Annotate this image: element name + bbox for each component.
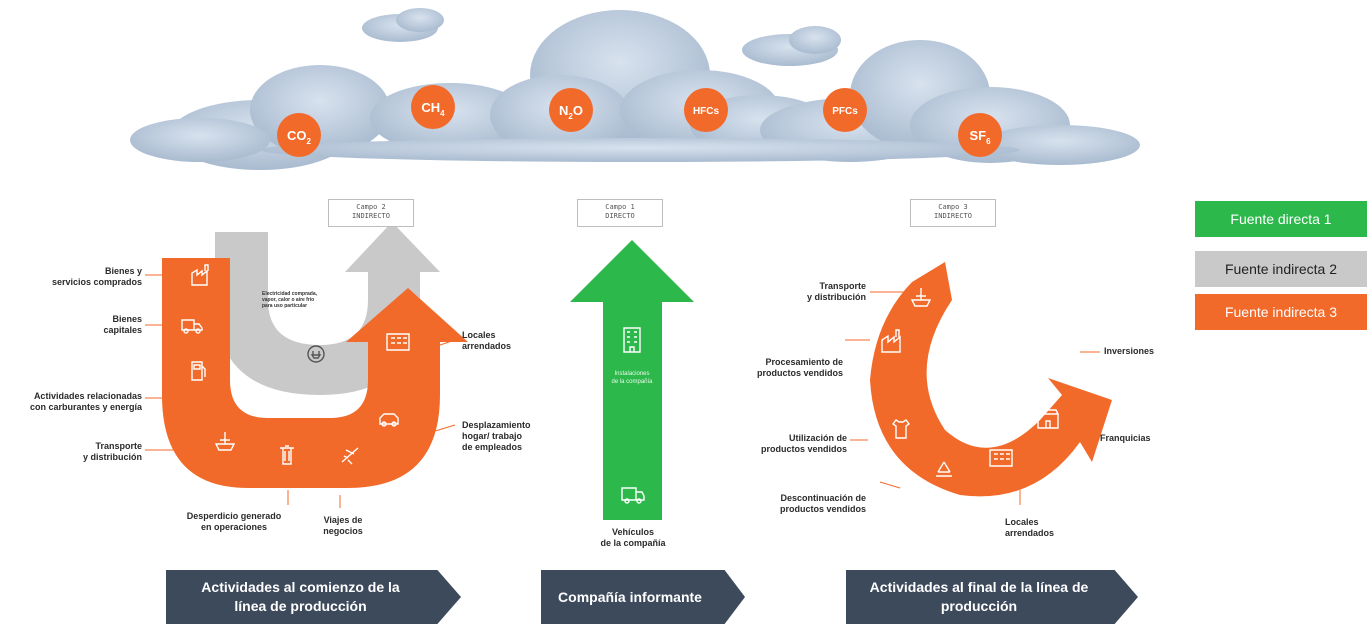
label-instalaciones: Instalaciones de la compañía	[611, 371, 653, 385]
svg-text:CH4: CH4	[421, 100, 445, 118]
building-icon	[623, 327, 641, 353]
gas-pfcs: PFCs	[823, 88, 867, 132]
banner-company: Compañía informante	[541, 570, 745, 624]
downstream-orange-arrow	[870, 262, 1112, 497]
building-icon	[386, 333, 410, 351]
label-viajes: Viajes de negocios	[323, 515, 363, 536]
legend-indirect-3: Fuente indirecta 3	[1195, 294, 1367, 330]
label-electricidad: Electricidad comprada, vapor, calor o ai…	[262, 291, 318, 309]
gas-n2o-suffix: O	[573, 103, 583, 118]
label-vehiculos: Vehículos de la compañía	[600, 527, 666, 548]
scope2-box: Campo 2 INDIRECTO	[328, 199, 414, 227]
gas-n2o: N2O	[549, 88, 593, 132]
gas-hfcs-label: HFCs	[693, 106, 720, 117]
store-icon	[1037, 409, 1059, 429]
upstream-orange-arrow	[162, 258, 468, 488]
label-carburantes: Actividades relacionadas con carburantes…	[29, 391, 142, 412]
cloud-bank	[130, 8, 1140, 170]
gas-n2o-sub: 2	[568, 112, 573, 121]
ship-icon	[910, 288, 932, 307]
gas-pfcs-label: PFCs	[832, 106, 858, 117]
legend-indirect-2: Fuente indirecta 2	[1195, 251, 1367, 287]
gas-co2-label: CO	[287, 128, 307, 143]
scope2-title: Campo 2	[356, 203, 386, 211]
label-descontinuacion: Descontinuación de productos vendidos	[779, 493, 866, 514]
gas-co2-sub: 2	[307, 137, 312, 146]
fuel-icon	[191, 361, 206, 381]
label-desplazamiento: Desplazamiento hogar/ trabajo de emplead…	[462, 420, 531, 452]
label-transporte-up: Transporte y distribución	[82, 441, 142, 462]
building-icon	[989, 449, 1013, 467]
banner-downstream: Actividades al final de la línea de prod…	[846, 570, 1138, 624]
car-icon	[379, 413, 399, 427]
banner-upstream: Actividades al comienzo de la línea de p…	[166, 570, 461, 624]
label-procesamiento: Procesamiento de productos vendidos	[756, 357, 843, 378]
label-inversiones: Inversiones	[1104, 346, 1155, 356]
truck-icon	[621, 487, 645, 504]
scope3-box: Campo 3 INDIRECTO	[910, 199, 996, 227]
scope1-type: DIRECTO	[605, 212, 635, 220]
money-icon	[1033, 343, 1059, 359]
gas-sf6-sub: 6	[986, 137, 991, 146]
scope1-title: Campo 1	[605, 203, 635, 211]
scope3-title: Campo 3	[938, 203, 968, 211]
label-locales-down: Locales arrendados	[1005, 517, 1055, 538]
gas-ch4-label: CH	[421, 100, 440, 115]
gas-ch4-sub: 4	[440, 109, 445, 118]
svg-text:SF6: SF6	[969, 128, 991, 146]
label-transporte-down: Transporte y distribución	[806, 281, 866, 302]
plug-icon	[307, 345, 325, 363]
gas-hfcs: HFCs	[684, 88, 728, 132]
recycle-icon	[936, 461, 952, 477]
scope2-type: INDIRECTO	[352, 212, 390, 220]
scope1-box: Campo 1 DIRECTO	[577, 199, 663, 227]
ship-icon	[214, 432, 236, 451]
truck-icon	[181, 319, 203, 334]
svg-text:CO2: CO2	[287, 128, 312, 146]
legend-direct-1: Fuente directa 1	[1195, 201, 1367, 237]
gas-sf6: SF6	[958, 113, 1002, 157]
label-bienes-capitales: Bienes capitales	[103, 314, 142, 335]
scope3-type: INDIRECTO	[934, 212, 972, 220]
scope1-green-arrow	[570, 240, 694, 520]
gas-n2o-label: N	[559, 103, 568, 118]
factory-icon	[881, 329, 901, 353]
label-locales-up: Locales arrendados	[462, 330, 512, 351]
trash-icon	[280, 445, 294, 465]
label-desperdicio: Desperdicio generado en operaciones	[186, 511, 282, 532]
gas-sf6-label: SF	[969, 128, 986, 143]
label-utilizacion: Utilización de productos vendidos	[760, 433, 847, 454]
gas-ch4: CH4	[411, 85, 455, 129]
label-franquicias: Franquicias	[1100, 433, 1151, 443]
svg-text:N2O: N2O	[559, 103, 583, 121]
label-bienes-servicios: Bienes y servicios comprados	[51, 266, 142, 287]
gas-co2: CO2	[277, 113, 321, 157]
shirt-icon	[891, 419, 911, 439]
plane-icon	[341, 447, 359, 465]
factory-icon	[191, 264, 209, 286]
connector-lines	[145, 274, 1100, 508]
